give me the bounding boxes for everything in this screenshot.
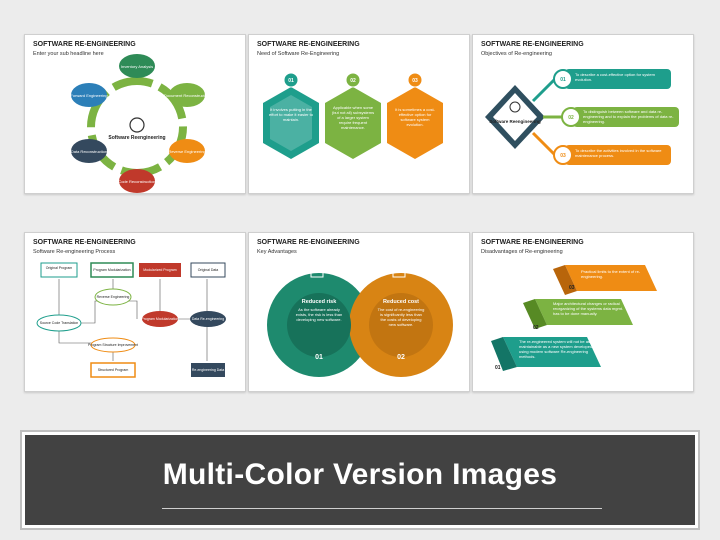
advantage-number-1: 01 [315, 354, 323, 361]
slide-subtitle: Enter your sub headline here [33, 51, 104, 57]
process-flowchart: Original Program Program Modularization … [36, 262, 226, 378]
cycle-center-label: Software Reengineering [108, 135, 165, 141]
slide-thumbnail-hexagons[interactable]: SOFTWARE RE-ENGINEERING Need of Software… [248, 34, 470, 194]
svg-text:Data Re-engineering: Data Re-engineering [192, 317, 224, 321]
disadvantage-step-3: 03 Practical limits to the extent of re-… [553, 265, 657, 295]
hexagon-item-2: 02 Applicable when some (but not all) su… [325, 72, 381, 159]
hexagon-item-1: 01 It involves putting in the effort to … [263, 72, 319, 159]
hexagon-text-3: It is sometimes a cost-effective option … [395, 107, 435, 127]
disadvantage-step-2: 02 Major architectural changes or radica… [523, 299, 633, 331]
process-node-3: Program Modularization [141, 311, 179, 327]
svg-text:Re-engineering Data: Re-engineering Data [192, 368, 224, 372]
cycle-nodes: Inventory Analysis Document Reconstructi… [70, 54, 210, 193]
svg-text:Modularized Program: Modularized Program [143, 268, 177, 272]
cycle-node-5 [71, 139, 107, 163]
objective-text-1: To describe a cost-effective option for … [575, 72, 655, 82]
objectives-diagram: Software Reengineering 01 To describe a … [485, 69, 679, 165]
cycle-node-label-4: Code Reconstruction [118, 179, 155, 184]
disadvantage-step-1: 01 The re-engineered system will not be … [491, 337, 601, 371]
svg-text:01: 01 [495, 365, 501, 371]
cycle-node-label-6: Forward Engineering [70, 93, 107, 98]
hexagon-number-2: 02 [350, 78, 356, 84]
svg-text:Reverse Engineering: Reverse Engineering [97, 295, 130, 299]
svg-text:Source Code Translation: Source Code Translation [40, 321, 79, 325]
cycle-node-3 [169, 139, 205, 163]
slide-thumbnail-disadvantages[interactable]: SOFTWARE RE-ENGINEERING Disadvantages of… [472, 232, 694, 392]
process-box-1: Original Program [40, 262, 78, 278]
gear-icon [129, 117, 145, 133]
slide-subtitle: Objectives of Re-engineering [481, 51, 552, 57]
cycle-node-2 [169, 83, 205, 107]
slide-subtitle: Key Advantages [257, 249, 297, 255]
hexagon-number-3: 03 [412, 78, 418, 84]
hexagon-text-2: Applicable when some (but not all) subsy… [331, 105, 375, 130]
objective-text-3: To describe the activities involved in t… [575, 148, 662, 158]
objective-number-2: 02 [568, 115, 574, 121]
process-box-2: Program Modularization [90, 262, 134, 278]
objective-item-3: 03 To describe the activities involved i… [553, 145, 671, 165]
gear-icon [509, 101, 521, 113]
process-node-1: Source Code Translation [36, 314, 82, 332]
cycle-node-label-1: Inventory Analysis [121, 64, 153, 69]
svg-text:Program Modularization: Program Modularization [93, 268, 130, 272]
hexagon-diagram: 01 It involves putting in the effort to … [263, 72, 443, 159]
svg-text:03: 03 [569, 285, 575, 291]
process-node-2: Reverse Engineering [94, 288, 132, 306]
cycle-diagram: Software Reengineering Inventory Analysi… [70, 54, 210, 193]
hexagon-text-1: It involves putting in the effort to mak… [269, 107, 313, 122]
cycle-node-label-5: Data Reconstruction [71, 149, 107, 154]
svg-text:Original Data: Original Data [198, 268, 218, 272]
slide-thumbnail-process[interactable]: SOFTWARE RE-ENGINEERING Software Re-engi… [24, 232, 246, 392]
objective-text-2: To distinguish between software and data… [583, 109, 674, 124]
caption-banner: Multi-Color Version Images [20, 430, 700, 530]
banner-title: Multi-Color Version Images [162, 458, 558, 491]
slide-thumbnail-objectives[interactable]: SOFTWARE RE-ENGINEERING Objectives of Re… [472, 34, 694, 194]
advantage-text-2: The cost of re-engineering is significan… [377, 307, 425, 327]
svg-text:Original Program: Original Program [46, 266, 73, 270]
advantage-number-2: 02 [397, 354, 405, 361]
process-box-6: Re-engineering Data [191, 363, 225, 377]
advantage-text-1: As the software already exists, the risk… [295, 307, 343, 322]
hexagon-number-1: 01 [288, 78, 294, 84]
cycle-node-1 [119, 54, 155, 78]
advantages-diagram: Reduced risk Reduced cost As the softwar… [267, 266, 453, 377]
slide-title: SOFTWARE RE-ENGINEERING [33, 41, 136, 48]
objective-number-3: 03 [560, 153, 566, 159]
slide-title: SOFTWARE RE-ENGINEERING [33, 239, 136, 246]
banner-divider [162, 508, 602, 509]
hexagon-item-3: 03 It is sometimes a cost-effective opti… [387, 72, 443, 159]
objective-number-1: 01 [560, 77, 566, 83]
slide-thumbnail-cycle[interactable]: SOFTWARE RE-ENGINEERING Enter your sub h… [24, 34, 246, 194]
cycle-node-label-3: Reverse Engineering [168, 149, 205, 154]
process-box-4: Original Data [190, 262, 226, 278]
process-box-5: Structured Program [90, 362, 136, 378]
slide-subtitle: Need of Software Re-Engineering [257, 51, 340, 57]
money-icon [392, 266, 406, 278]
process-node-4: Data Re-engineering [190, 311, 226, 327]
advantage-heading-2: Reduced cost [383, 299, 419, 305]
svg-text:02: 02 [533, 325, 539, 331]
process-box-3: Modularized Program [139, 263, 181, 277]
svg-text:Structured Program: Structured Program [98, 368, 129, 372]
slide-title: SOFTWARE RE-ENGINEERING [481, 239, 584, 246]
objective-item-2: 02 To distinguish between software and d… [561, 107, 679, 127]
slide-subtitle: Software Re-engineering Process [33, 249, 116, 255]
chart-icon [310, 266, 324, 278]
slide-title: SOFTWARE RE-ENGINEERING [257, 239, 360, 246]
slide-thumbnail-advantages[interactable]: SOFTWARE RE-ENGINEERING Key Advantages R… [248, 232, 470, 392]
svg-text:Program Structure Improvement: Program Structure Improvement [88, 343, 138, 347]
cycle-node-label-2: Document Reconstruction [164, 93, 210, 98]
advantage-heading-1: Reduced risk [302, 299, 337, 305]
objective-item-1: 01 To describe a cost-effective option f… [553, 69, 671, 89]
svg-text:Program Modularization: Program Modularization [141, 317, 178, 321]
cycle-node-6 [71, 83, 107, 107]
disadvantages-diagram: 03 Practical limits to the extent of re-… [491, 265, 657, 371]
slide-title: SOFTWARE RE-ENGINEERING [481, 41, 584, 48]
slide-title: SOFTWARE RE-ENGINEERING [257, 41, 360, 48]
diamond-label: Software Reengineering [489, 119, 541, 124]
process-node-5: Program Structure Improvement [88, 337, 138, 353]
slide-subtitle: Disadvantages of Re-engineering [481, 249, 563, 255]
cycle-node-4 [119, 169, 155, 193]
